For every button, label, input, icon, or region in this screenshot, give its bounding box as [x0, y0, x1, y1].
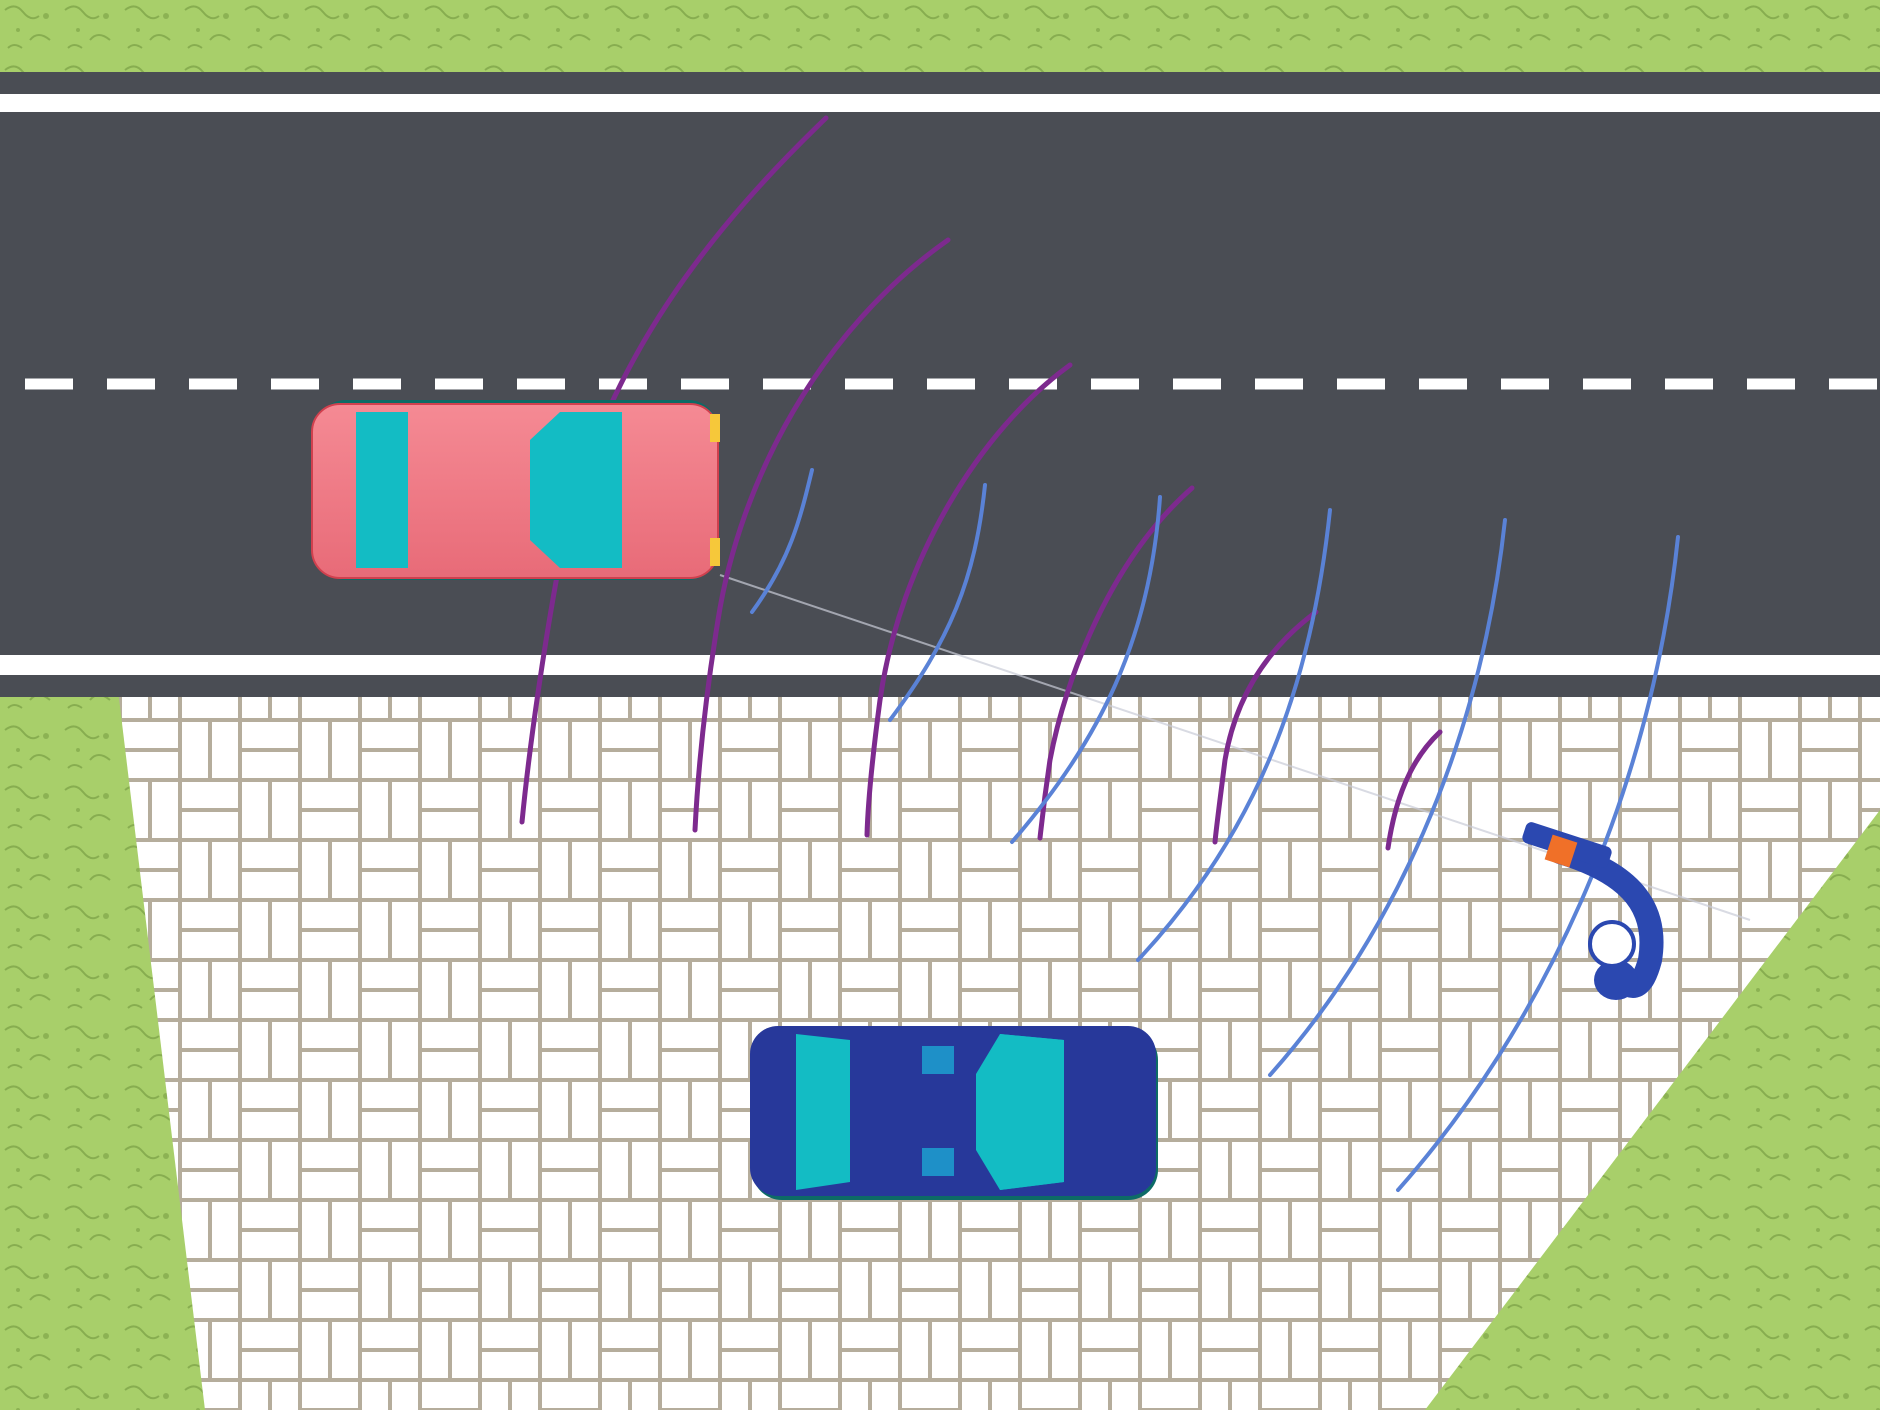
road-edge-line-bottom — [0, 655, 1880, 675]
blue-wave-lines — [750, 468, 1680, 1192]
red-car-icon — [311, 400, 720, 580]
pedestrian-icon — [1522, 822, 1664, 1000]
road-edge-line-top — [0, 94, 1880, 112]
road — [0, 72, 1880, 697]
purple-wave-lines — [519, 115, 1443, 851]
blue-car-icon — [750, 1026, 1158, 1200]
